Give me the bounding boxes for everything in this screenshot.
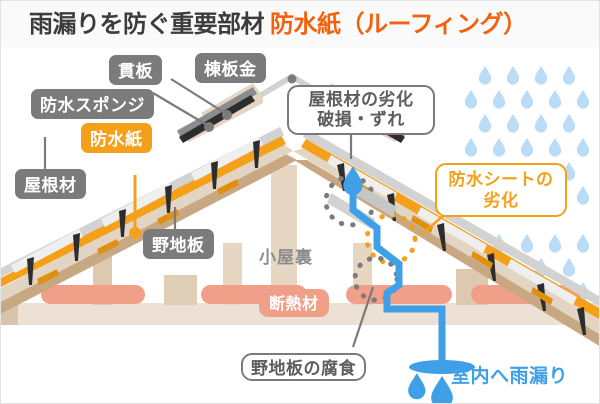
callout-roof-material-deterioration: 屋根材の劣化 破損・ずれ	[287, 85, 435, 135]
title-main: 雨漏りを防ぐ重要部材	[29, 11, 265, 38]
label-noji-ita: 野地板	[143, 229, 214, 259]
roof-left-slope	[1, 127, 297, 314]
title-accent: 防水紙（ルーフィング）	[270, 11, 527, 38]
callout-sheet-line2: 劣化	[483, 191, 519, 210]
label-dannetsuzai: 断熱材	[259, 289, 329, 317]
header-bar	[1, 1, 599, 47]
callout-roof-line1: 屋根材の劣化	[308, 90, 414, 109]
callout-waterproof-sheet-deterioration: 防水シートの 劣化	[435, 163, 567, 217]
label-bousui-sponge: 防水スポンジ	[31, 89, 154, 119]
roof-nails-left	[27, 140, 260, 285]
leader-dot-waterproof-paper	[129, 227, 141, 239]
page-title: 雨漏りを防ぐ重要部材防水紙（ルーフィング）	[29, 8, 589, 42]
callout-roof-board-decay: 野地板の腐食	[241, 353, 366, 381]
label-mune-bankin: 棟板金	[195, 53, 266, 83]
indoor-drip-drops	[408, 373, 453, 403]
ceiling-water-pool	[409, 360, 475, 374]
callout-roof-line2: 破損・ずれ	[317, 110, 405, 129]
label-bousui-shi: 防水紙	[81, 123, 152, 153]
water-leak-path	[349, 187, 446, 365]
label-indoor-leak: 室内へ雨漏り	[451, 366, 569, 387]
label-nuki-ita: 貫板	[109, 55, 162, 85]
callout-sheet-line1: 防水シートの	[448, 170, 554, 189]
label-yane-zai: 屋根材	[15, 169, 86, 199]
label-koyaura: 小屋裏	[259, 248, 313, 267]
